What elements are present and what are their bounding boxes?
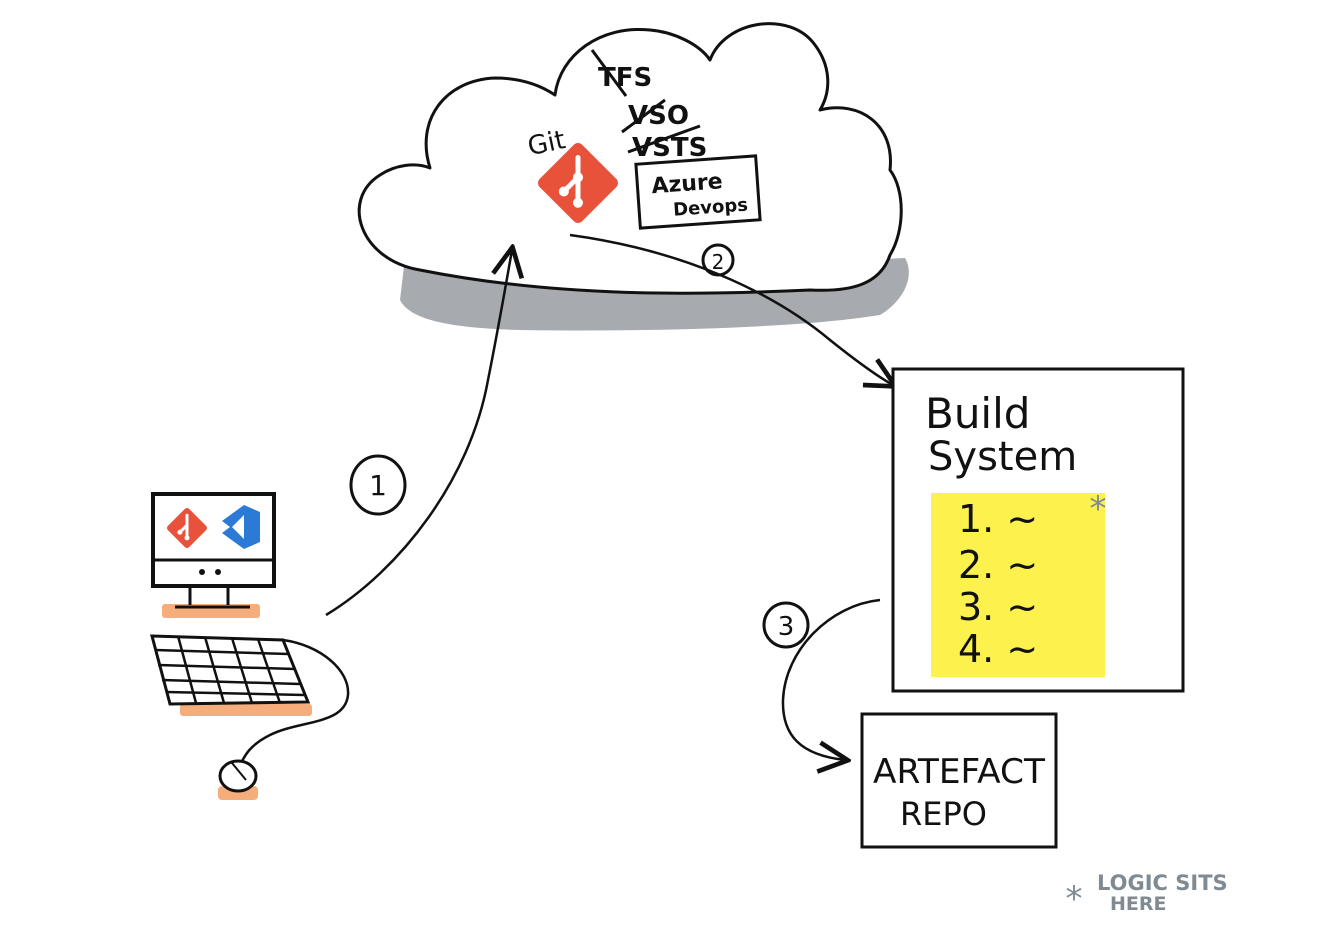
azure-devops-line1: Azure (651, 169, 724, 199)
step-2-label: 2 (712, 250, 725, 274)
sticky-note (931, 493, 1105, 677)
strike-tfs (590, 49, 628, 97)
step-1-label: 1 (369, 469, 387, 502)
artefact-repo-line1: ARTEFACT (873, 752, 1045, 792)
strike-vso (621, 98, 666, 134)
step-1-circle (349, 454, 407, 516)
footnote: * LOGIC SITS HERE (1066, 871, 1228, 919)
git-icon (538, 143, 618, 223)
sticky-note-item-4: 4. ~ (958, 627, 1038, 671)
arrow-push-to-cloud (325, 250, 512, 617)
sticky-note-item-2: 2. ~ (958, 543, 1038, 587)
strike-vsts (627, 124, 701, 154)
build-system-title-line2: System (928, 434, 1077, 480)
sticky-note-item-1: 1. ~ (958, 497, 1038, 541)
cloud-icon (357, 22, 903, 295)
arrow-publish-artefact (781, 598, 881, 760)
artefact-repo-box (860, 712, 1058, 849)
monitor-git-icon (167, 508, 207, 548)
azure-devops-line2: Devops (672, 195, 748, 221)
footnote-marker: * (1066, 879, 1083, 919)
sticky-note-item-3: 3. ~ (958, 585, 1038, 629)
build-system-title-line1: Build (925, 389, 1030, 438)
artefact-repo-line2: REPO (900, 795, 987, 833)
step-3-label: 3 (778, 612, 795, 642)
sticky-note-marker: * (1090, 489, 1107, 529)
step-3-circle (762, 601, 810, 649)
footnote-line1: LOGIC SITS (1097, 871, 1228, 895)
vscode-icon (222, 505, 260, 549)
arrow-trigger-build (569, 233, 893, 385)
keyboard-icon (150, 634, 350, 766)
footnote-line2: HERE (1110, 893, 1167, 915)
azure-devops-box: Azure Devops (634, 154, 762, 230)
mouse-icon (218, 759, 258, 800)
step-2-circle (701, 243, 735, 277)
